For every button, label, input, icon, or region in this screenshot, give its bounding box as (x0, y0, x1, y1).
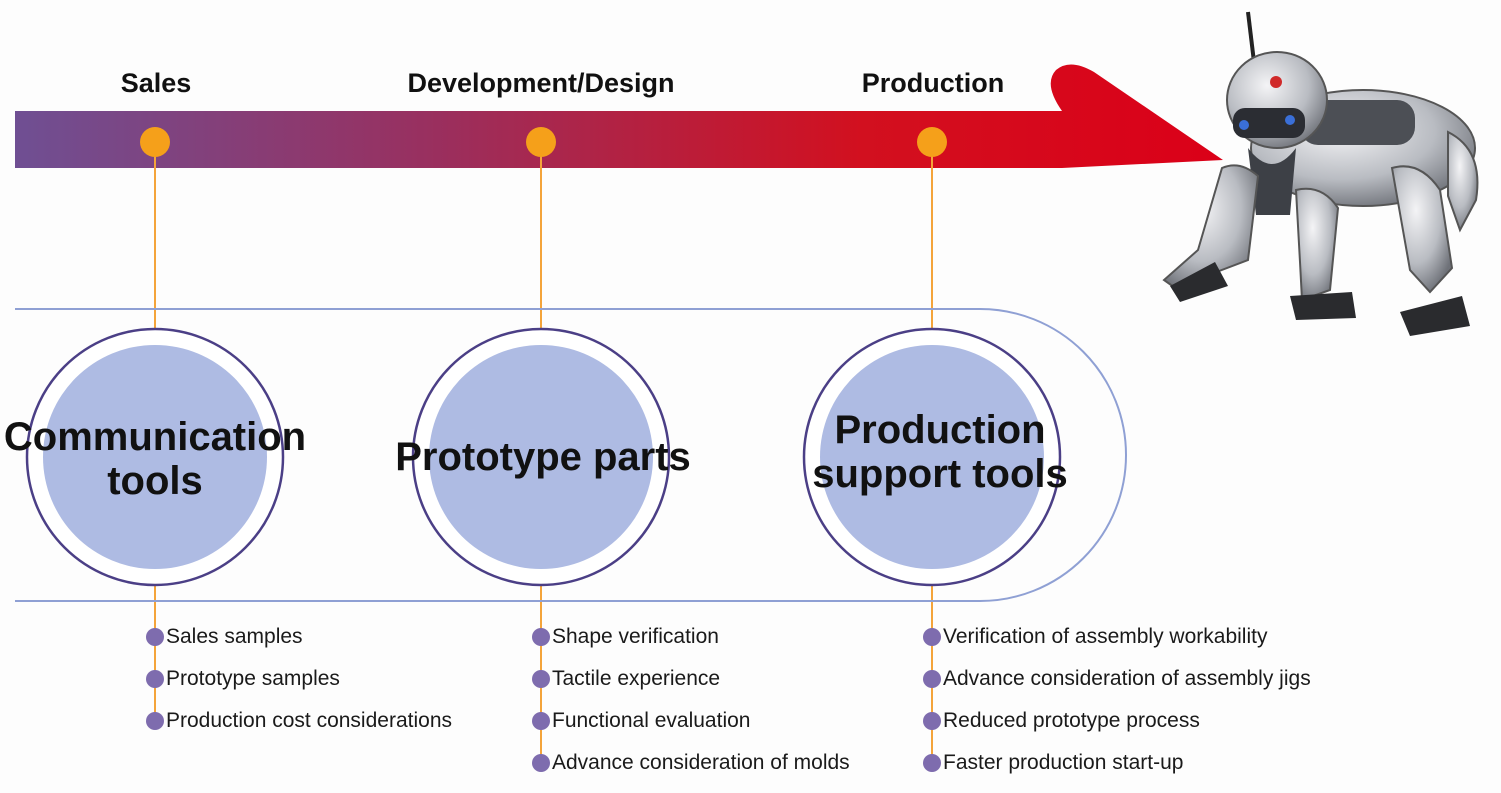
bullet-icon (923, 628, 941, 646)
bullet-icon (532, 712, 550, 730)
category-title-line: tools (107, 459, 203, 503)
benefit-list-development: Shape verification Tactile experience Fu… (532, 625, 850, 793)
bullet-icon (146, 712, 164, 730)
list-item-label: Advance consideration of assembly jigs (943, 667, 1311, 690)
category-circle-prototype (411, 327, 671, 587)
category-title-line: Communication (3, 415, 307, 459)
milestone-dot-development (526, 127, 556, 157)
process-diagram (15, 11, 1479, 765)
phase-label-sales: Sales (120, 68, 192, 98)
list-item-label: Production cost considerations (166, 709, 452, 732)
bullet-icon (146, 670, 164, 688)
category-circle-communication (25, 327, 285, 587)
list-item-label: Faster production start-up (943, 751, 1184, 774)
list-item: Verification of assembly workability (923, 625, 1311, 667)
bullet-icon (923, 754, 941, 772)
list-item: Advance consideration of assembly jigs (923, 667, 1311, 709)
list-item-label: Verification of assembly workability (943, 625, 1268, 648)
bullet-icon (532, 754, 550, 772)
category-title-line: Prototype parts (395, 435, 691, 479)
list-item: Advance consideration of molds (532, 751, 850, 793)
phase-label-production: Production (861, 68, 1005, 98)
list-item-label: Tactile experience (552, 667, 721, 690)
benefit-list-sales: Sales samples Prototype samples Producti… (146, 625, 452, 751)
category-band (15, 308, 1127, 602)
benefit-list-production: Verification of assembly workability Adv… (923, 625, 1311, 793)
category-title-line: Production (834, 408, 1046, 452)
category-title-production-support-tools: Production support tools (812, 408, 1068, 496)
bullet-icon (923, 670, 941, 688)
bullet-icon (532, 628, 550, 646)
category-circle-production (802, 327, 1062, 587)
category-title-line: support tools (812, 452, 1068, 496)
list-item-label: Prototype samples (166, 667, 340, 690)
bullet-icon (146, 628, 164, 646)
list-item: Faster production start-up (923, 751, 1311, 793)
milestone-dot-production (917, 127, 947, 157)
list-item: Functional evaluation (532, 709, 850, 751)
phase-label-development-design: Development/Design (407, 68, 675, 98)
list-item-label: Reduced prototype process (943, 709, 1200, 732)
milestone-dot-sales (140, 127, 170, 157)
robot-dog-icon (1162, 11, 1479, 336)
category-title-communication-tools: Communication tools (4, 415, 306, 503)
list-item: Production cost considerations (146, 709, 452, 751)
list-item: Prototype samples (146, 667, 452, 709)
list-item: Tactile experience (532, 667, 850, 709)
list-item-label: Advance consideration of molds (552, 751, 850, 774)
list-item: Sales samples (146, 625, 452, 667)
list-item-label: Sales samples (166, 625, 303, 648)
list-item: Reduced prototype process (923, 709, 1311, 751)
list-item-label: Functional evaluation (552, 709, 751, 732)
category-title-prototype-parts: Prototype parts (395, 435, 691, 479)
list-item: Shape verification (532, 625, 850, 667)
bullet-icon (532, 670, 550, 688)
bullet-icon (923, 712, 941, 730)
list-item-label: Shape verification (552, 625, 719, 648)
